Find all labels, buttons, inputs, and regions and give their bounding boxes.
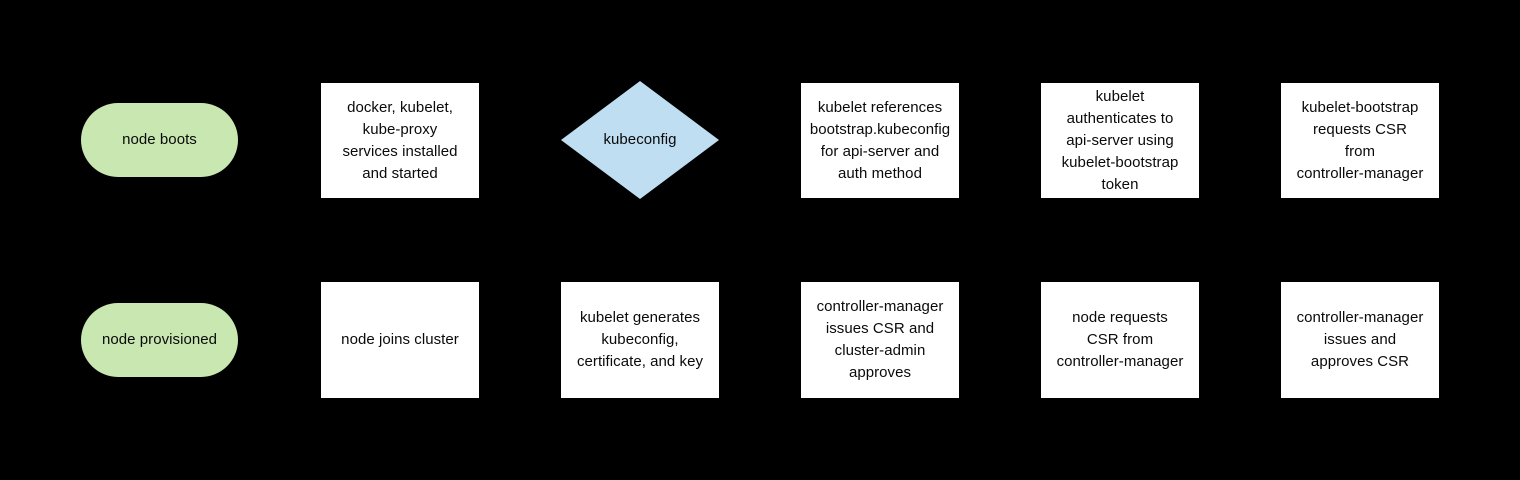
node-label: kubelet references bootstrap.kubeconfig … (809, 98, 951, 182)
flowchart-node-kubelet-generates-kubeconfig[interactable]: kubelet generates kubeconfig, certificat… (561, 282, 719, 398)
node-label: node provisioned (101, 331, 218, 348)
flowchart-node-kubelet-authenticates[interactable]: kubelet authenticates to api-server usin… (1041, 83, 1199, 198)
node-label: kubelet-bootstrap requests CSR from cont… (1296, 98, 1424, 182)
flowchart-node-controller-manager-issues-csr[interactable]: controller-manager issues CSR and cluste… (801, 282, 959, 398)
flowchart-node-node-joins-cluster[interactable]: node joins cluster (321, 282, 479, 398)
flowchart-node-kubelet-references-bootstrap[interactable]: kubelet references bootstrap.kubeconfig … (801, 83, 959, 198)
flowchart-node-kubelet-bootstrap-requests-csr[interactable]: kubelet-bootstrap requests CSR from cont… (1281, 83, 1439, 198)
node-label: kubeconfig (603, 131, 677, 148)
node-label: node requests CSR from controller-manage… (1056, 309, 1184, 370)
node-label: controller-manager issues and approves C… (1296, 309, 1424, 370)
flowchart-node-node-requests-csr[interactable]: node requests CSR from controller-manage… (1041, 282, 1199, 398)
node-label: kubelet authenticates to api-server usin… (1061, 87, 1179, 193)
node-label: controller-manager issues CSR and cluste… (816, 298, 944, 381)
flowchart-node-kubeconfig-decision[interactable]: kubeconfig (561, 81, 719, 199)
flowchart-node-controller-manager-approves-csr[interactable]: controller-manager issues and approves C… (1281, 282, 1439, 398)
node-label: node boots (122, 131, 197, 148)
node-label: kubelet generates kubeconfig, certificat… (576, 309, 704, 370)
flowchart-node-node-provisioned[interactable]: node provisioned (81, 303, 238, 377)
node-label: node joins cluster (341, 331, 459, 348)
flowchart-node-services-installed[interactable]: docker, kubelet, kube-proxy services ins… (321, 83, 479, 198)
flowchart-node-node-boots[interactable]: node boots (81, 103, 238, 177)
node-label: docker, kubelet, kube-proxy services ins… (342, 98, 458, 182)
